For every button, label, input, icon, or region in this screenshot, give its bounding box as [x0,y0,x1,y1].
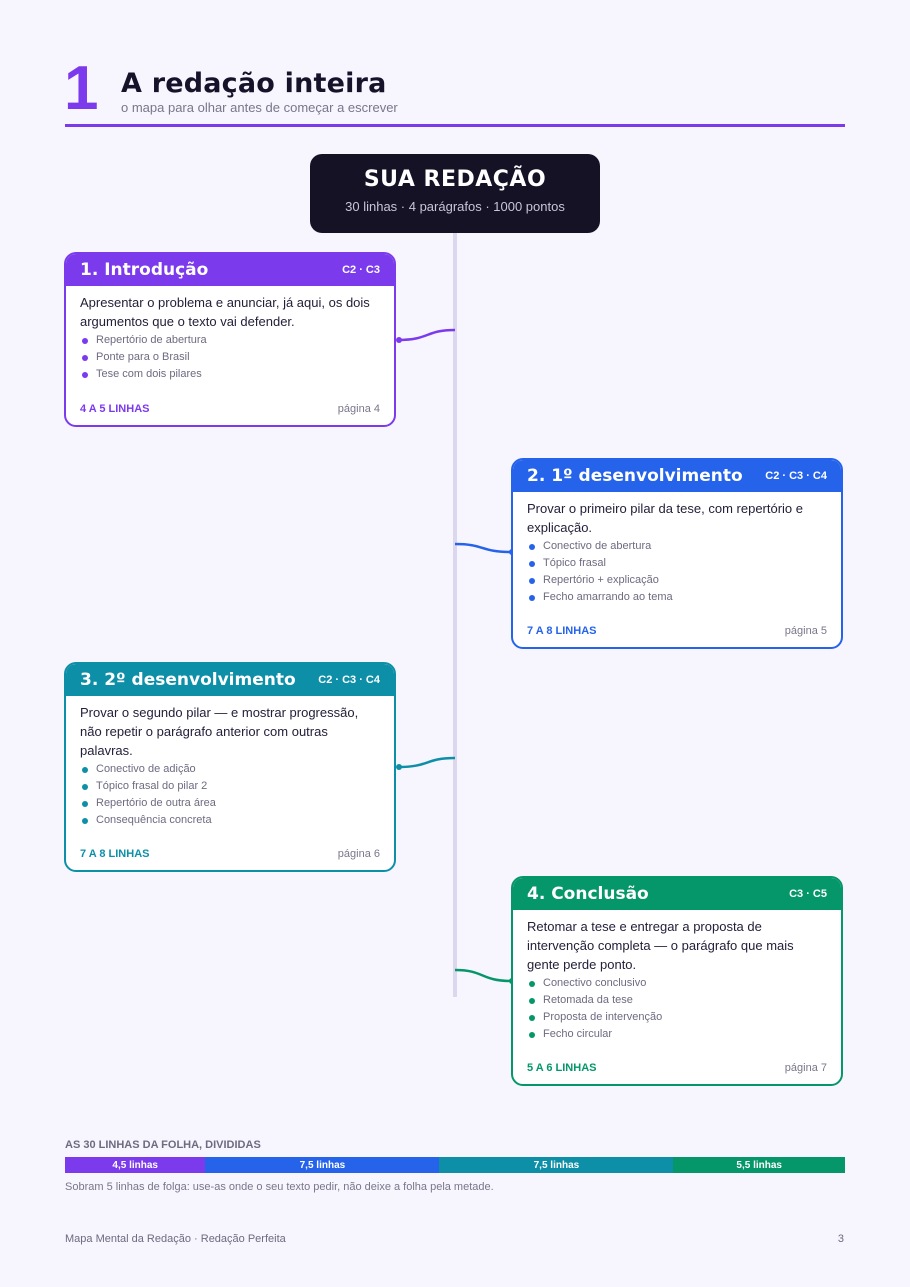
list-item: Repertório + explicação [527,572,827,589]
bullet-icon [82,784,88,790]
bullet-icon [529,595,535,601]
list-item: Tópico frasal do pilar 2 [80,778,380,795]
chapter-number: 1 [64,54,99,123]
bullet-icon [82,355,88,361]
connector-desenvolvimento-1 [454,542,513,554]
header-divider [65,124,845,127]
card-desenvolvimento-1: 2. 1º desenvolvimento C2 · C3 · C4 Prova… [511,458,843,649]
bullet-icon [82,372,88,378]
bullet-icon [82,338,88,344]
list-item: Conectivo de adição [80,761,380,778]
page-reference: página 4 [337,403,380,415]
distribution-note: Sobram 5 linhas de folga: use-as onde o … [65,1181,494,1193]
competency-badge: C2 · C3 · C4 [318,674,380,686]
distribution-segment: 7,5 linhas [439,1157,674,1173]
bullet-icon [82,801,88,807]
page-title: A redação inteira [121,68,387,99]
page-reference: página 7 [784,1062,827,1074]
connector-introducao [397,328,456,342]
list-item: Consequência concreta [80,812,380,829]
card-checklist: Conectivo de abertura Tópico frasal Repe… [527,538,827,606]
card-header: 2. 1º desenvolvimento C2 · C3 · C4 [513,460,841,492]
card-header: 4. Conclusão C3 · C5 [513,878,841,910]
page-subtitle: o mapa para olhar antes de começar a esc… [121,100,398,115]
card-description: Provar o primeiro pilar da tese, com rep… [527,501,804,535]
distribution-segment: 5,5 linhas [673,1157,845,1173]
card-checklist: Conectivo conclusivo Retomada da tese Pr… [527,975,827,1043]
bullet-icon [529,1032,535,1038]
distribution-segment: 4,5 linhas [65,1157,206,1173]
list-item: Proposta de intervenção [527,1009,827,1026]
list-item: Repertório de outra área [80,795,380,812]
card-desenvolvimento-2: 3. 2º desenvolvimento C2 · C3 · C4 Prova… [64,662,396,872]
root-title: SUA REDAÇÃO [363,167,547,192]
card-checklist: Repertório de abertura Ponte para o Bras… [80,332,380,383]
list-item: Ponte para o Brasil [80,349,380,366]
footer-page-number: 3 [837,1233,844,1245]
bullet-icon [82,767,88,773]
card-introducao: 1. Introdução C2 · C3 Apresentar o probl… [64,252,396,427]
line-count: 5 A 6 LINHAS [527,1062,597,1074]
distribution-label: AS 30 LINHAS DA FOLHA, DIVIDIDAS [65,1139,261,1151]
list-item: Tópico frasal [527,555,827,572]
bullet-icon [529,981,535,987]
connector-dot-desenvolvimento-2 [396,764,402,770]
card-description: Apresentar o problema e anunciar, já aqu… [80,295,370,329]
card-description: Retomar a tese e entregar a proposta de … [527,919,794,972]
card-header: 3. 2º desenvolvimento C2 · C3 · C4 [66,664,394,696]
page-reference: página 5 [784,625,827,637]
connector-conclusao [454,968,513,983]
card-title: 4. Conclusão [527,884,649,904]
card-title: 2. 1º desenvolvimento [527,466,743,486]
competency-badge: C3 · C5 [789,888,827,900]
connector-dot-introducao [396,337,402,343]
footer-title: Mapa Mental da Redação · Redação Perfeit… [65,1233,286,1245]
card-conclusao: 4. Conclusão C3 · C5 Retomar a tese e en… [511,876,843,1086]
bullet-icon [529,998,535,1004]
bullet-icon [529,578,535,584]
line-count: 7 A 8 LINHAS [527,625,597,637]
list-item: Fecho amarrando ao tema [527,589,827,606]
page-reference: página 6 [337,848,380,860]
bullet-icon [82,818,88,824]
card-header: 1. Introdução C2 · C3 [66,254,394,286]
card-title: 1. Introdução [80,260,209,280]
root-subtitle: 30 linhas · 4 parágrafos · 1000 pontos [345,199,565,214]
list-item: Conectivo de abertura [527,538,827,555]
list-item: Tese com dois pilares [80,366,380,383]
connector-desenvolvimento-2 [397,756,456,769]
list-item: Retomada da tese [527,992,827,1009]
competency-badge: C2 · C3 [342,264,380,276]
root-node: SUA REDAÇÃO 30 linhas · 4 parágrafos · 1… [310,154,600,233]
bullet-icon [529,544,535,550]
bullet-icon [529,561,535,567]
distribution-segment: 7,5 linhas [205,1157,440,1173]
card-description: Provar o segundo pilar — e mostrar progr… [80,705,359,758]
card-title: 3. 2º desenvolvimento [80,670,296,690]
list-item: Conectivo conclusivo [527,975,827,992]
card-checklist: Conectivo de adição Tópico frasal do pil… [80,761,380,829]
competency-badge: C2 · C3 · C4 [765,470,827,482]
list-item: Repertório de abertura [80,332,380,349]
bullet-icon [529,1015,535,1021]
line-count: 4 A 5 LINHAS [80,403,150,415]
list-item: Fecho circular [527,1026,827,1043]
line-count: 7 A 8 LINHAS [80,848,150,860]
